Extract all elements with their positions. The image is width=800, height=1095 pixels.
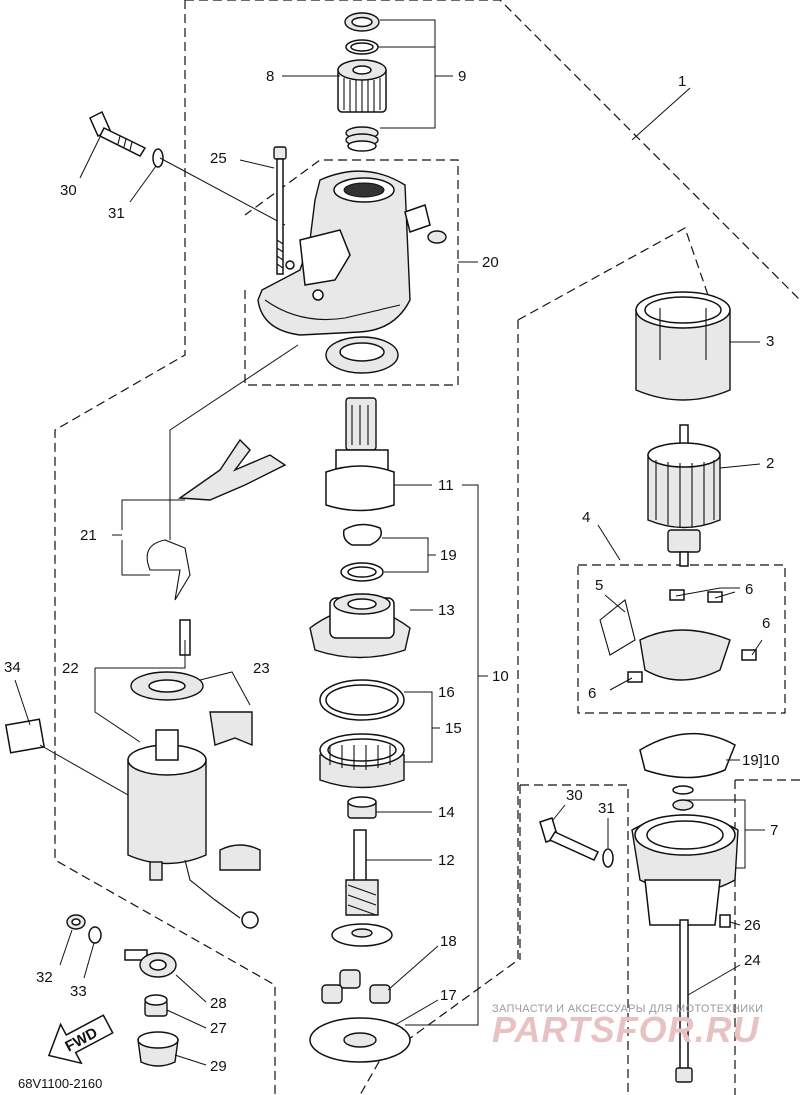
bearing-part (325, 336, 399, 374)
planet-shaft-part (331, 829, 393, 947)
cap-29-part (137, 1031, 179, 1067)
callout-6a: 6 (745, 581, 753, 598)
terminal-28-part (124, 949, 177, 978)
callout-12: 12 (438, 852, 455, 869)
o-ring-part (319, 679, 405, 721)
callout-34: 34 (4, 659, 21, 676)
bracket-23-part (209, 711, 261, 871)
watermark-brand: PARTSFOR.RU (492, 1009, 760, 1050)
callout-30b: 30 (566, 787, 583, 804)
callout-15: 15 (445, 720, 462, 737)
pinion-gear-part (337, 59, 387, 113)
callout-21: 21 (80, 527, 97, 544)
gear-housing-part (309, 593, 411, 659)
callout-27: 27 (210, 1020, 227, 1037)
armature-part (647, 424, 721, 567)
washer-31-lower-part (602, 848, 614, 868)
callout-16: 16 (438, 684, 455, 701)
clip-ring-part (344, 12, 380, 55)
callout-18: 18 (440, 933, 457, 950)
fwd-arrow-icon (47, 1014, 114, 1065)
circlip-part (340, 523, 384, 582)
solenoid-part (127, 619, 259, 929)
washer-plate-part (309, 1017, 411, 1063)
planet-gears-part (321, 969, 391, 1004)
callout-17: 17 (440, 987, 457, 1004)
end-plate-part (639, 732, 736, 811)
parts-drawings (4, 12, 757, 1083)
callout-5: 5 (595, 577, 603, 594)
bolt-30-part (89, 110, 147, 157)
spring-part (345, 126, 379, 152)
callout-2: 2 (766, 455, 774, 472)
callout-24: 24 (744, 952, 761, 969)
front-bracket-part (257, 170, 447, 336)
bolt-25-part (273, 146, 287, 275)
callout-9: 9 (458, 68, 466, 85)
internal-gear-part (319, 733, 405, 789)
callout-6b: 6 (762, 615, 770, 632)
bushing-part (347, 796, 377, 819)
callout-26: 26 (744, 917, 761, 934)
callout-33: 33 (70, 983, 87, 1000)
diagram-code: 68V1100-2160 (18, 1076, 102, 1091)
rear-bracket-part (631, 814, 739, 928)
callout-11: 11 (438, 477, 454, 494)
callout-31a: 31 (108, 205, 125, 222)
callout-3: 3 (766, 333, 774, 350)
nut-32-part (66, 914, 86, 930)
drive-shaft-part (325, 397, 395, 512)
callout-19: 19 (440, 547, 457, 564)
callout-7: 7 (770, 822, 778, 839)
callout-1: 1 (678, 73, 686, 90)
callout-19-10: 19]10 (742, 752, 780, 769)
leader-lines (14, 19, 765, 1066)
washer-31-part (152, 148, 164, 168)
callout-25: 25 (210, 150, 227, 167)
nut-27-part (144, 994, 168, 1017)
group-boundaries (54, 0, 800, 1095)
callout-29: 29 (210, 1058, 227, 1075)
callout-10: 10 (492, 668, 509, 685)
callout-23: 23 (253, 660, 270, 677)
callout-14: 14 (438, 804, 455, 821)
callout-28: 28 (210, 995, 227, 1012)
brush-holder-part (599, 589, 757, 683)
yoke-part (635, 291, 731, 401)
callout-22: 22 (62, 660, 79, 677)
washer-33-part (88, 926, 102, 944)
callout-32: 32 (36, 969, 53, 986)
label-plate-part (4, 718, 46, 754)
callout-20: 20 (482, 254, 499, 271)
bracket-21-part (146, 438, 287, 601)
bolt-24-part (675, 919, 693, 1083)
callout-30a: 30 (60, 182, 77, 199)
callout-13: 13 (438, 602, 455, 619)
bolt-30-lower-part (539, 817, 600, 861)
callout-6c: 6 (588, 685, 596, 702)
watermark-caption: ЗАПЧАСТИ И АКСЕССУАРЫ ДЛЯ МОТОТЕХНИКИ (492, 1003, 763, 1015)
callout-31b: 31 (598, 800, 615, 817)
callout-4: 4 (582, 509, 590, 526)
callout-labels: 1 2 3 4 5 6 6 6 7 8 9 10 19]10 11 12 13 … (4, 68, 780, 1075)
callout-8: 8 (266, 68, 274, 85)
